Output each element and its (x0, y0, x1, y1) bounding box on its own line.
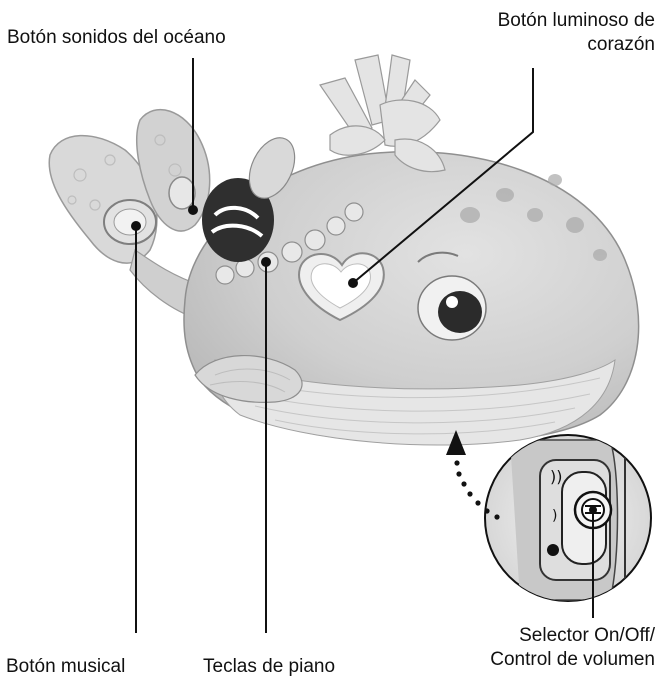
svg-text:): ) (552, 508, 557, 524)
selector-label-line-2: Control de volumen (490, 648, 655, 672)
ocean-sounds-button-label: Botón sonidos del océano (7, 26, 226, 50)
heart-label-line-1: Botón luminoso de (498, 9, 655, 33)
heart-label-line-2: corazón (498, 33, 655, 57)
zoom-detail-inset: )) ) (485, 435, 651, 601)
musical-button (104, 200, 156, 244)
ocean-sounds-button (169, 177, 195, 209)
selector-label-line-1: Selector On/Off/ (490, 624, 655, 648)
musical-button-label: Botón musical (6, 655, 125, 679)
selector-label: Selector On/Off/ Control de volumen (490, 624, 655, 672)
heart-button-label: Botón luminoso de corazón (498, 9, 655, 57)
piano-keys-label: Teclas de piano (203, 655, 335, 679)
svg-text:)): )) (550, 467, 562, 486)
